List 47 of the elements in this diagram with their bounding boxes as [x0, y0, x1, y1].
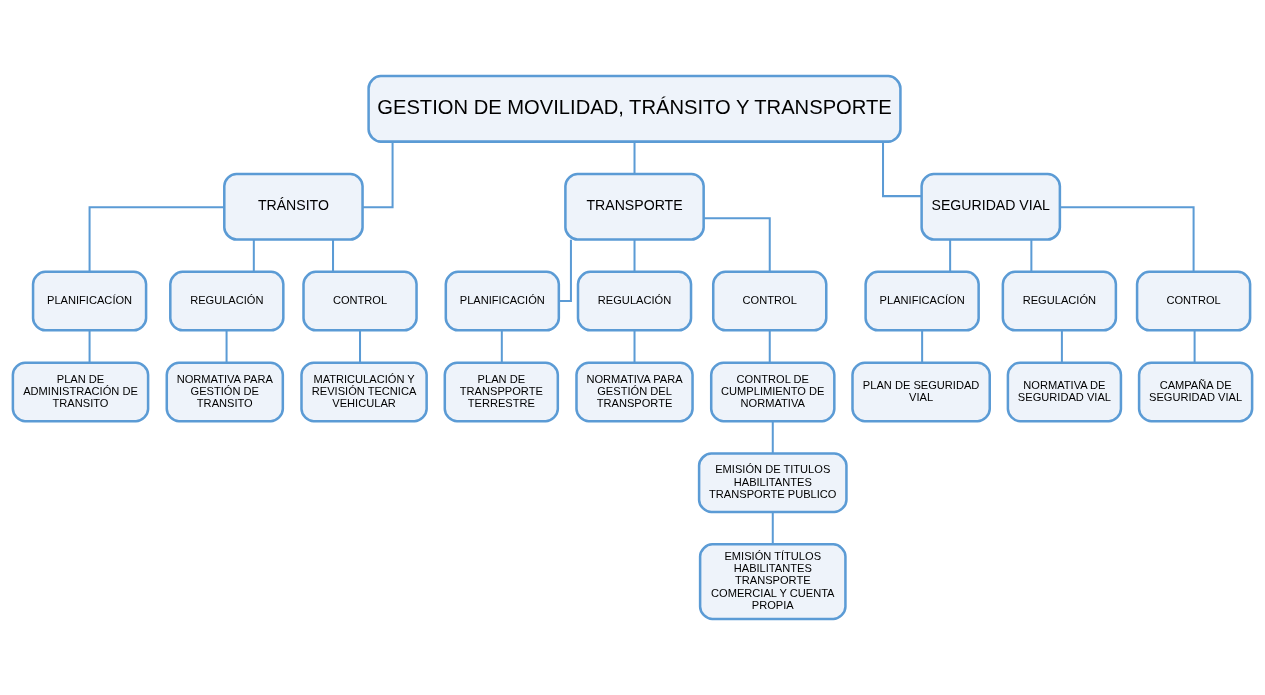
node-box: PLANIFICACIÓN — [444, 270, 561, 332]
connector — [332, 239, 335, 272]
connector — [559, 239, 572, 303]
node-box: PLANIFICACÍON — [31, 270, 148, 332]
node-box: GESTION DE MOVILIDAD, TRÁNSITO Y TRANSPORTE — [367, 74, 902, 143]
connector — [882, 141, 922, 198]
node-box: REGULACIÓN — [576, 270, 693, 332]
connector — [921, 330, 924, 363]
node-box: SEGURIDAD VIAL — [920, 172, 1062, 241]
connector — [362, 141, 394, 209]
node-box: EMISIÓN DE TITULOS HABILITANTES TRANSPORTE PUBLICO — [697, 452, 848, 514]
connector — [633, 141, 636, 174]
node-box: PLAN DE TRANSPPORTE TERRESTRE — [443, 361, 560, 423]
connector — [703, 217, 771, 272]
node-box: CONTROL — [302, 270, 418, 332]
node-box: REGULACIÓN — [169, 270, 285, 332]
connector — [949, 239, 952, 272]
connector — [633, 239, 636, 272]
node-box: NORMATIVA DE SEGURIDAD VIAL — [1006, 361, 1123, 423]
node-box: CAMPAÑA DE SEGURIDAD VIAL — [1137, 361, 1254, 423]
connector — [771, 421, 774, 454]
node-box: NORMATIVA PARA GESTIÓN DE TRANSITO — [165, 361, 285, 423]
connector — [771, 512, 774, 545]
node-box: PLAN DE SEGURIDAD VIAL — [851, 361, 991, 423]
node-box: MATRICULACIÓN Y REVISIÓN TECNICA VEHICULAR — [300, 361, 428, 423]
connector — [633, 330, 636, 363]
connector — [1060, 206, 1195, 272]
connector — [252, 239, 255, 272]
node-box: EMISIÓN TÍTULOS HABILITANTES TRANSPORTE COMERCIAL Y CUENTA PROPIA — [698, 543, 847, 621]
connector — [225, 330, 228, 363]
connector — [88, 330, 91, 363]
node-box: PLANIFICACÍON — [864, 270, 980, 332]
connector — [1193, 330, 1196, 363]
connector — [500, 330, 503, 363]
node-box: NORMATIVA PARA GESTIÓN DEL TRANSPORTE — [575, 361, 694, 423]
connector — [768, 330, 771, 363]
connector — [359, 330, 362, 363]
node-box: CONTROL DE CUMPLIMIENTO DE NORMATIVA — [709, 361, 836, 423]
node-box: PLAN DE ADMINISTRACIÓN DE TRANSITO — [11, 361, 150, 423]
node-box: TRANSPORTE — [564, 172, 705, 241]
node-box: CONTROL — [711, 270, 828, 332]
connector — [88, 206, 225, 272]
connector — [1060, 330, 1063, 363]
node-box: TRÁNSITO — [223, 172, 364, 241]
connector — [1030, 239, 1033, 272]
node-box: CONTROL — [1135, 270, 1252, 332]
node-box: REGULACIÓN — [1001, 270, 1118, 332]
